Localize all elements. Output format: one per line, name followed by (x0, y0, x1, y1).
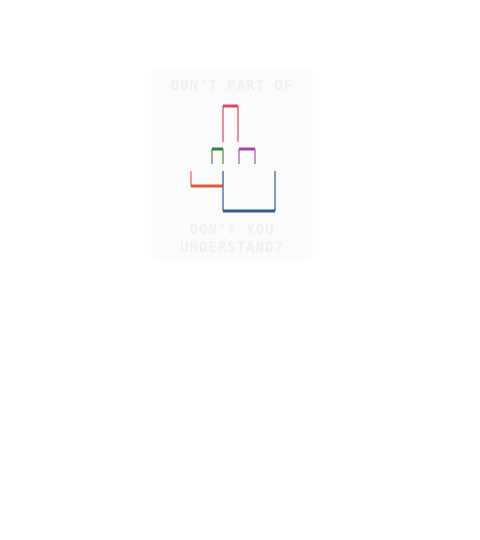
artwork-bottom-caption-line-2: UNDERSTAND? (180, 240, 284, 256)
artwork-bottom-caption-line-1: DON'T YOU (189, 222, 275, 238)
artwork-panel (152, 70, 312, 260)
artwork-top-caption: DON'T PART OF (170, 78, 294, 94)
